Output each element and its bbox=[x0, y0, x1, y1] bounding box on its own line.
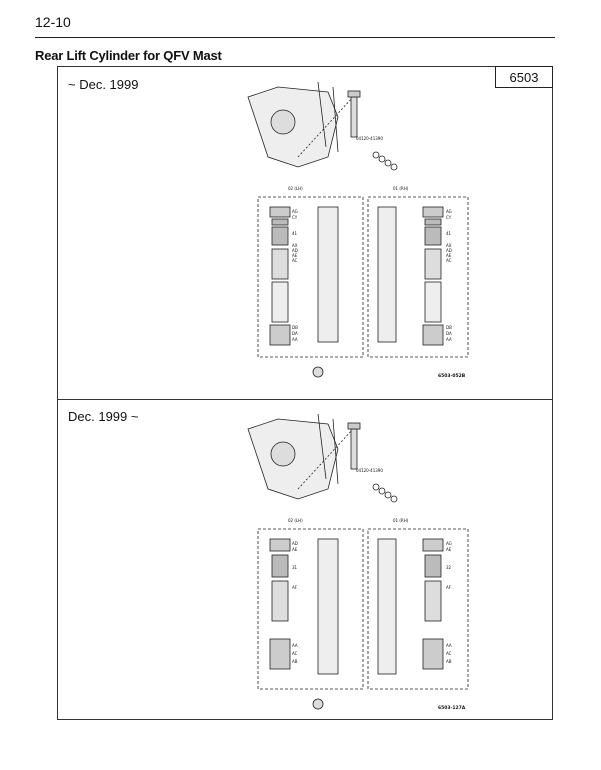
svg-text:AB: AB bbox=[446, 659, 452, 664]
svg-text:31: 31 bbox=[292, 565, 298, 570]
section-label-before: ~ Dec. 1999 bbox=[68, 77, 139, 92]
diagram-frame: 6503 ~ Dec. 1999 Dec. 1999 ~ bbox=[57, 66, 553, 720]
svg-text:AC: AC bbox=[292, 258, 298, 263]
svg-text:DB: DB bbox=[292, 325, 298, 330]
svg-text:CY: CY bbox=[446, 215, 452, 220]
svg-text:AD: AD bbox=[446, 248, 452, 253]
left-side-label: 02 (LH) bbox=[288, 186, 303, 191]
left-label-stack: AG CY 41 AX AD AE AC DB DA AA bbox=[292, 209, 298, 342]
svg-text:AG: AG bbox=[292, 209, 298, 214]
figure-number: 6503-052B bbox=[438, 373, 466, 379]
figure-number: 6503-127A bbox=[438, 705, 466, 711]
svg-text:AX: AX bbox=[446, 243, 452, 248]
svg-text:DA: DA bbox=[446, 331, 452, 336]
svg-text:AE: AE bbox=[292, 547, 298, 552]
svg-text:AX: AX bbox=[292, 243, 298, 248]
svg-text:AC: AC bbox=[446, 651, 452, 656]
right-side-label: 01 (RH) bbox=[393, 186, 409, 191]
exploded-diagram-after: 04120-41390 02 (LH) 01 (RH) AD AE 31 AF … bbox=[188, 409, 488, 719]
cylinder-drawing: 04120-41390 02 (LH) 01 (RH) AD AE 31 AF … bbox=[247, 413, 469, 711]
svg-text:AD: AD bbox=[292, 541, 298, 546]
svg-text:AE: AE bbox=[292, 253, 298, 258]
svg-text:AA: AA bbox=[446, 337, 452, 342]
page-title: Rear Lift Cylinder for QFV Mast bbox=[35, 48, 222, 63]
right-label-stack: AG AE 32 AF AA AC AB bbox=[446, 541, 452, 664]
svg-text:AB: AB bbox=[292, 659, 298, 664]
svg-text:41: 41 bbox=[446, 231, 452, 236]
svg-text:DB: DB bbox=[446, 325, 452, 330]
right-label-stack: AG CY 41 AX AD AE AC DB DA AA bbox=[446, 209, 452, 342]
svg-text:AF: AF bbox=[446, 585, 452, 590]
exploded-diagram-before: 04120-41390 02 (LH) 01 (RH) AG CY 41 AX … bbox=[188, 77, 488, 387]
left-side-label: 02 (LH) bbox=[288, 518, 303, 523]
svg-text:AC: AC bbox=[292, 651, 298, 656]
svg-text:AG: AG bbox=[446, 541, 452, 546]
svg-text:AE: AE bbox=[446, 547, 452, 552]
svg-text:AG: AG bbox=[446, 209, 452, 214]
section-label-after: Dec. 1999 ~ bbox=[68, 409, 139, 424]
svg-text:AE: AE bbox=[446, 253, 452, 258]
svg-text:AA: AA bbox=[292, 337, 298, 342]
svg-text:AF: AF bbox=[292, 585, 298, 590]
svg-text:41: 41 bbox=[292, 231, 298, 236]
header-rule bbox=[35, 37, 555, 38]
left-label-stack: AD AE 31 AF AA AC AB bbox=[292, 541, 298, 664]
part-number-label: 04120-41390 bbox=[356, 468, 383, 473]
svg-text:CY: CY bbox=[292, 215, 298, 220]
svg-text:AD: AD bbox=[292, 248, 298, 253]
part-group-number: 6503 bbox=[495, 66, 553, 88]
right-side-label: 01 (RH) bbox=[393, 518, 409, 523]
svg-text:AA: AA bbox=[446, 643, 452, 648]
svg-text:AC: AC bbox=[446, 258, 452, 263]
svg-text:32: 32 bbox=[446, 565, 452, 570]
page-number: 12-10 bbox=[35, 14, 71, 30]
svg-text:DA: DA bbox=[292, 331, 298, 336]
section-divider bbox=[58, 399, 552, 400]
cylinder-drawing: 04120-41390 02 (LH) 01 (RH) AG CY 41 AX … bbox=[247, 81, 469, 379]
svg-text:AA: AA bbox=[292, 643, 298, 648]
part-number-label: 04120-41390 bbox=[356, 136, 383, 141]
